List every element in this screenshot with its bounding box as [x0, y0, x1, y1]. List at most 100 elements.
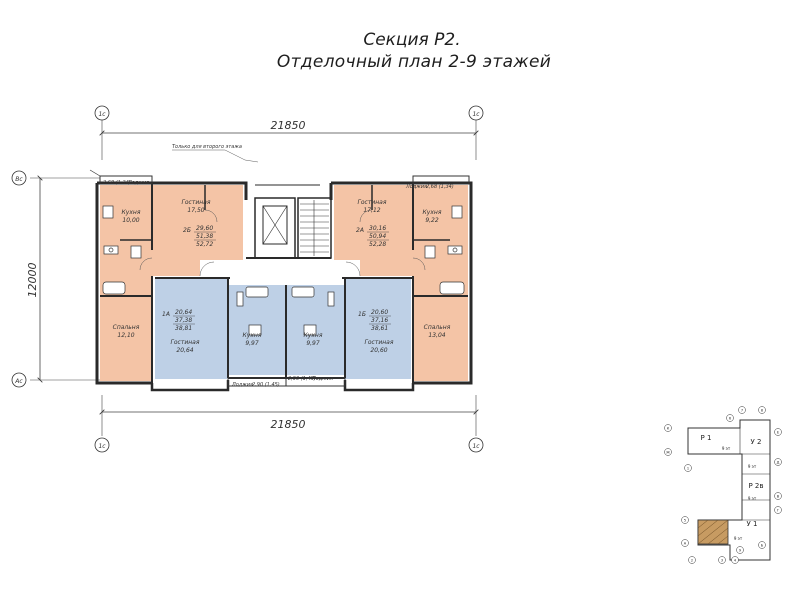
svg-text:9,97: 9,97 — [306, 340, 320, 347]
key-axis-mark: В — [777, 495, 780, 499]
svg-text:20,60: 20,60 — [371, 309, 388, 316]
room-label-bedroom-r: Спальня 13,04 — [424, 324, 451, 339]
svg-text:17,12: 17,12 — [363, 207, 380, 214]
svg-text:2,68 (1,34): 2,68 (1,34) — [426, 184, 454, 190]
svg-text:1А: 1А — [162, 311, 170, 318]
loggia-annotations: 2,68 (1,34) Лоджия Лоджия 2,68 (1,34) Ло… — [103, 180, 454, 388]
svg-text:20,64: 20,64 — [175, 309, 192, 316]
key-axis-mark: 9 — [739, 549, 741, 553]
svg-text:38,81: 38,81 — [175, 325, 192, 332]
room-label-living-br: Гостиная 20,60 — [365, 339, 394, 354]
svg-text:Гостиная: Гостиная — [358, 199, 387, 206]
key-span-label: 9 эт — [748, 496, 757, 501]
room-label-kitchen-bl: Кухня 9,97 — [243, 332, 262, 347]
key-plan: Р 1 У 2 Р 2в У 1 9 эт 9 эт 9 эт 9 эт К Ж… — [664, 406, 782, 564]
svg-text:Кухня: Кухня — [243, 332, 262, 339]
axis-bubble-top-right: 1с — [468, 105, 484, 121]
svg-text:Спальня: Спальня — [113, 324, 140, 331]
dim-width-bottom: 21850 — [271, 418, 306, 431]
axis-bubble-bottom-left: 1с — [94, 437, 110, 453]
key-axis-mark: Ж — [666, 451, 670, 455]
svg-text:1с: 1с — [98, 443, 106, 450]
svg-text:1с: 1с — [472, 111, 480, 118]
key-axis-mark: Е — [777, 431, 779, 435]
svg-text:Только для второго этажа: Только для второго этажа — [172, 144, 242, 150]
svg-text:37,16: 37,16 — [371, 317, 388, 324]
key-axis-mark: 3 — [721, 559, 723, 563]
plan-title: Секция Р2. — [363, 30, 461, 50]
axis-bubble-row-bottom: Ас — [11, 372, 27, 388]
key-span-label: 9 эт — [748, 464, 757, 469]
svg-text:Лоджия: Лоджия — [127, 180, 149, 186]
dimension-top: 21850 — [102, 119, 476, 160]
key-axis-mark: К — [667, 427, 670, 431]
dim-width-top: 21850 — [271, 119, 306, 132]
svg-text:2,90 (1,45): 2,90 (1,45) — [288, 376, 316, 382]
svg-text:Ас: Ас — [14, 378, 23, 385]
apartment-2a-areas: 2А 30,16 50,94 52,28 — [356, 225, 389, 248]
key-axis-mark: 8 — [761, 409, 763, 413]
key-section-r1: Р 1 — [701, 434, 712, 442]
fixtures — [102, 205, 465, 336]
svg-text:29,60: 29,60 — [196, 225, 213, 232]
key-axis-mark: 7 — [741, 409, 743, 413]
stair-treads — [300, 200, 329, 256]
svg-text:Кухня: Кухня — [423, 209, 442, 216]
svg-text:10,00: 10,00 — [122, 217, 139, 224]
svg-text:Гостиная: Гостиная — [365, 339, 394, 346]
second-floor-note: Только для второго этажа — [172, 144, 259, 163]
room-label-living-bl: Гостиная 20,64 — [171, 339, 200, 354]
svg-text:Кухня: Кухня — [122, 209, 141, 216]
plan-subtitle: Отделочный план 2-9 этажей — [276, 52, 552, 72]
dimension-bottom: 21850 — [102, 395, 476, 436]
key-axis-mark: 2 — [691, 559, 693, 563]
svg-text:Лоджия: Лоджия — [311, 376, 333, 382]
svg-text:9,97: 9,97 — [245, 340, 259, 347]
loggias — [89, 169, 470, 387]
svg-text:Спальня: Спальня — [424, 324, 451, 331]
svg-text:9,22: 9,22 — [425, 217, 439, 224]
svg-text:1Б: 1Б — [358, 311, 366, 318]
svg-text:52,28: 52,28 — [369, 241, 386, 248]
axis-bubble-row-top: Вс — [11, 170, 27, 186]
svg-text:Лоджия: Лоджия — [405, 184, 427, 190]
key-axis-mark: 4 — [734, 559, 737, 563]
svg-text:2,68 (1,34): 2,68 (1,34) — [103, 180, 131, 186]
svg-text:Гостиная: Гостиная — [182, 199, 211, 206]
svg-text:2Б: 2Б — [183, 227, 191, 234]
svg-text:13,04: 13,04 — [428, 332, 445, 339]
svg-text:1с: 1с — [98, 111, 106, 118]
key-axis-mark: 1 — [687, 467, 689, 471]
svg-text:Лоджия: Лоджия — [231, 382, 253, 388]
key-axis-mark: Г — [777, 509, 779, 513]
svg-text:30,16: 30,16 — [369, 225, 386, 232]
apartment-2b-areas: 2Б 29,60 51,38 52,72 — [183, 225, 216, 248]
svg-text:Гостиная: Гостиная — [171, 339, 200, 346]
svg-text:50,94: 50,94 — [369, 233, 386, 240]
key-span-label: 9 эт — [734, 536, 743, 541]
key-axis-mark: Б — [761, 544, 764, 548]
svg-text:38,61: 38,61 — [371, 325, 388, 332]
svg-text:2,90 (1,45): 2,90 (1,45) — [252, 382, 280, 388]
apartment-1b-areas: 1Б 20,60 37,16 38,61 — [358, 309, 391, 332]
door-swings — [139, 209, 426, 277]
room-label-kitchen-tl: Кухня 10,00 — [122, 209, 141, 224]
dim-height: 12000 — [26, 263, 39, 298]
key-span-label: 9 эт — [722, 446, 731, 451]
axis-bubble-bottom-right: 1с — [468, 437, 484, 453]
dimension-left: 12000 — [26, 178, 100, 380]
walls — [95, 181, 473, 392]
svg-text:20,60: 20,60 — [370, 347, 387, 354]
svg-text:51,38: 51,38 — [196, 233, 213, 240]
svg-text:52,72: 52,72 — [196, 241, 213, 248]
key-axis-mark: А — [684, 542, 687, 546]
svg-text:Вс: Вс — [15, 176, 23, 183]
svg-text:1с: 1с — [472, 443, 480, 450]
room-label-living-tl: Гостиная 17,50 — [182, 199, 211, 214]
svg-text:17,50: 17,50 — [187, 207, 204, 214]
svg-text:Кухня: Кухня — [304, 332, 323, 339]
svg-text:37,38: 37,38 — [175, 317, 192, 324]
key-section-u1: У 1 — [747, 520, 758, 528]
svg-text:20,64: 20,64 — [176, 347, 193, 354]
